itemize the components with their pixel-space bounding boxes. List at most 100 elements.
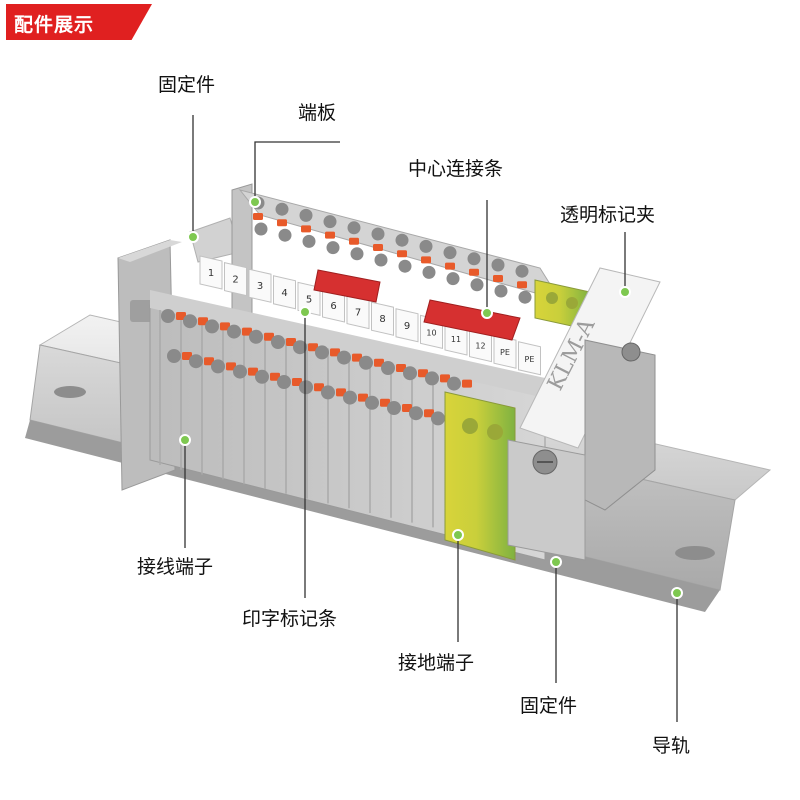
spring-release <box>325 231 335 239</box>
marker-tag <box>224 261 247 297</box>
wire-entry <box>254 222 268 236</box>
wire-entry <box>371 227 385 241</box>
marker-tag-label: 7 <box>355 308 361 319</box>
spring-release <box>397 250 407 258</box>
spring-release <box>226 362 236 371</box>
spring-release <box>493 275 503 282</box>
green-dot-icon <box>299 306 311 318</box>
green-dot-icon <box>249 196 261 208</box>
spring-release <box>204 357 214 366</box>
badge-background <box>6 4 152 40</box>
marker-tag-label: PE <box>500 348 510 357</box>
green-dot-icon <box>481 307 493 319</box>
wire-entry <box>419 239 433 253</box>
spring-release <box>220 322 230 331</box>
callout-dots <box>179 196 683 599</box>
front-wire-entries <box>161 309 478 431</box>
wire-entry <box>227 324 241 339</box>
spring-release <box>440 374 450 383</box>
marker-tag-label: 11 <box>451 335 461 344</box>
wire-entry <box>422 265 436 279</box>
wire-entry <box>302 234 316 248</box>
wire-entry <box>467 252 481 266</box>
wire-entry <box>431 411 445 426</box>
ground-terminals <box>444 279 591 561</box>
wire-entry <box>326 241 340 255</box>
spring-release <box>358 393 368 402</box>
label-marker-strip: 印字标记条 <box>242 608 338 630</box>
wire-entry <box>443 246 457 260</box>
wire-entry <box>271 335 285 349</box>
wire-entry <box>211 359 225 374</box>
marker-tag-label: 3 <box>257 281 263 292</box>
label-ground-terminal: 接地端子 <box>398 652 475 674</box>
wire-entry <box>446 272 460 286</box>
wire-entry <box>409 406 423 421</box>
green-dot-icon <box>619 286 631 298</box>
spring-release <box>349 237 359 245</box>
spring-release <box>308 343 318 352</box>
label-fixing-top: 固定件 <box>158 74 216 96</box>
spring-release <box>380 398 390 407</box>
marker-tag <box>518 341 541 376</box>
wire-entry <box>350 247 364 261</box>
wire-entry <box>183 314 197 329</box>
spring-release <box>330 348 340 357</box>
wire-entry <box>321 385 335 400</box>
label-din-rail: 导轨 <box>652 735 691 757</box>
wire-entry <box>470 278 484 292</box>
label-center-bridge: 中心连接条 <box>408 158 504 180</box>
marker-tag <box>248 268 272 303</box>
green-dot-icon <box>187 231 199 243</box>
spring-release <box>418 369 428 378</box>
marker-tag-label: 2 <box>232 275 238 286</box>
spring-release <box>270 372 280 381</box>
wire-entry <box>233 364 247 379</box>
spring-release <box>374 358 384 367</box>
green-dot-icon <box>671 587 683 599</box>
wire-entry <box>299 208 313 222</box>
spring-release <box>352 353 362 362</box>
green-dot-icon <box>452 529 464 541</box>
wire-entry <box>323 215 337 229</box>
marker-tag-label: 4 <box>281 288 287 299</box>
marker-tag-label: PE <box>525 355 535 364</box>
rail-slot <box>54 386 86 398</box>
wire-entry <box>518 290 532 304</box>
spring-release <box>462 379 472 388</box>
wire-entry <box>447 376 461 391</box>
green-dot-icon <box>550 556 562 568</box>
spring-release <box>264 332 274 341</box>
spring-release <box>242 327 252 336</box>
right-end-bracket <box>507 339 656 561</box>
top-wire-entries <box>251 196 532 304</box>
wire-entry <box>395 233 409 247</box>
wire-entry <box>494 284 508 298</box>
wire-entry <box>347 221 361 235</box>
marker-tag-label: 6 <box>330 301 336 312</box>
spring-release <box>286 338 296 346</box>
marker-tag-label: 10 <box>426 328 436 337</box>
label-end-plate: 端板 <box>298 102 337 124</box>
spring-release <box>248 367 258 376</box>
terminal-separator-ribs <box>159 310 434 528</box>
wire-entry <box>249 329 263 344</box>
wire-entry <box>359 355 373 370</box>
marker-tag-label: 9 <box>404 321 410 332</box>
spring-release <box>445 262 455 270</box>
green-dot-icon <box>179 434 191 446</box>
marker-tag <box>199 255 223 290</box>
marker-tag <box>395 308 419 343</box>
wire-entry <box>278 228 292 242</box>
wire-entry <box>491 258 505 272</box>
wire-entry <box>515 264 529 278</box>
marker-tag-label: 8 <box>379 314 385 325</box>
spring-release <box>396 364 406 372</box>
spring-release <box>277 219 287 227</box>
spring-release <box>421 256 431 264</box>
spring-release <box>301 225 311 233</box>
wire-entry <box>293 340 307 355</box>
